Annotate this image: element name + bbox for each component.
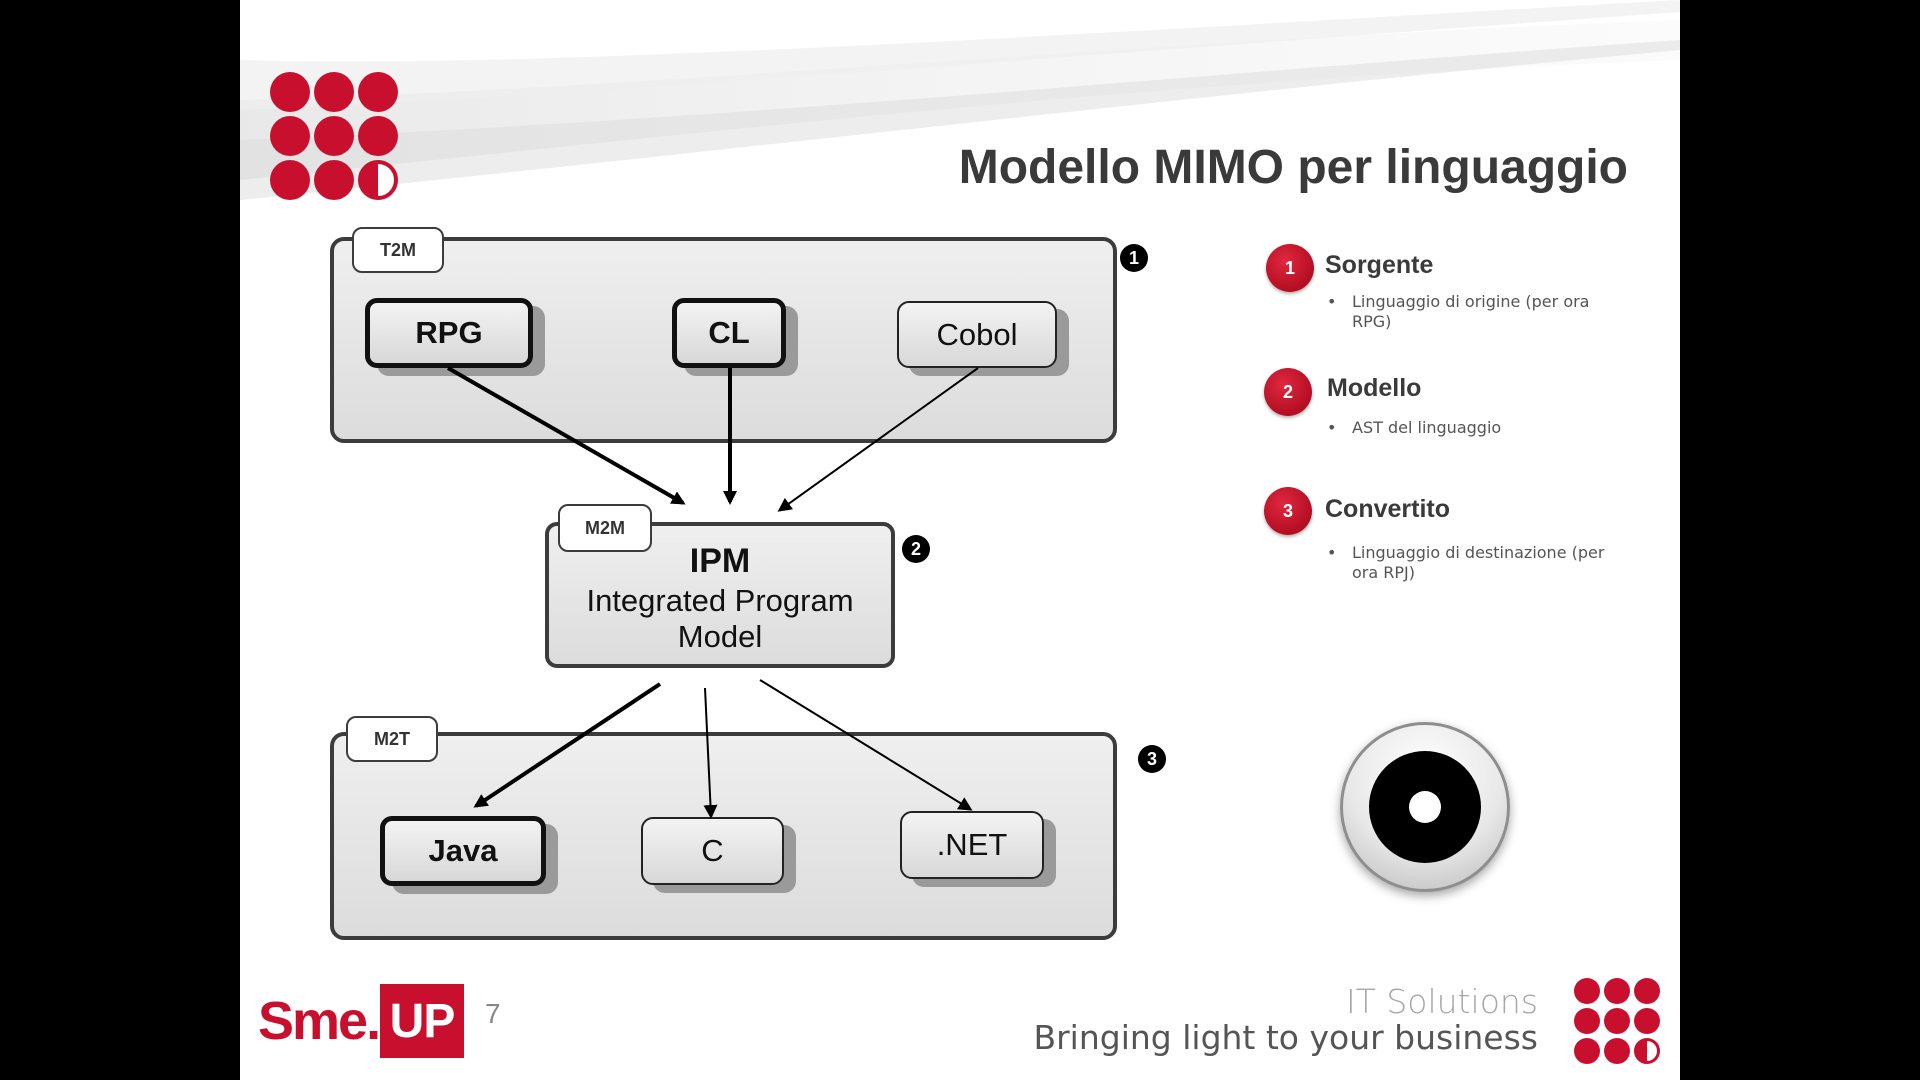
arrow-cobol-to-ipm [777, 367, 979, 512]
java-box: Java [380, 816, 546, 886]
background-swoosh [240, 0, 1680, 200]
t2m-tag: T2M [352, 227, 444, 273]
legend-3-bullet: • Linguaggio di destinazione (per ora RP… [1327, 543, 1612, 583]
m2m-tag: M2M [558, 504, 652, 552]
legend-3-circle: 3 [1264, 487, 1312, 535]
legend-1-bullet: • Linguaggio di origine (per ora RPG) [1327, 292, 1612, 332]
tagline-it-solutions: IT Solutions [1345, 982, 1538, 1021]
logo-up-text: UP [380, 984, 464, 1058]
eye-iris [1369, 751, 1481, 863]
arrow-ipm-to-java [473, 682, 662, 808]
brand-dots-icon [270, 72, 400, 202]
cobol-box: Cobol [897, 301, 1057, 368]
legend-3-text: Linguaggio di destinazione (per ora RPJ) [1352, 543, 1605, 582]
rpg-box: RPG [365, 298, 533, 368]
legend-1-circle: 1 [1266, 244, 1314, 292]
arrow-ipm-to-c [703, 687, 718, 819]
eye-icon [1340, 722, 1510, 892]
legend-2-heading: Modello [1327, 374, 1422, 402]
legend-2-bullet: • AST del linguaggio [1327, 418, 1612, 438]
legend-2-text: AST del linguaggio [1352, 418, 1502, 437]
step-marker-1: 1 [1120, 244, 1148, 272]
logo-sme-text: Sme. [258, 991, 381, 1051]
c-box: C [641, 817, 784, 885]
legend-1-heading: Sorgente [1325, 251, 1434, 279]
tagline-bringing-light: Bringing light to your business [1033, 1018, 1538, 1057]
ipm-title: IPM [689, 542, 751, 580]
slide: Modello MIMO per linguaggio T2M 1 RPG CL… [240, 0, 1680, 1080]
smeup-logo: Sme. UP [258, 984, 464, 1058]
m2t-tag: M2T [346, 716, 438, 762]
dotnet-box: .NET [900, 811, 1044, 879]
arrow-rpg-to-ipm [447, 366, 686, 505]
arrow-ipm-to-dotnet [759, 679, 973, 811]
brand-dots-icon [1574, 978, 1664, 1068]
page-title: Modello MIMO per linguaggio [958, 141, 1628, 194]
cl-box: CL [672, 298, 786, 368]
step-marker-3: 3 [1138, 745, 1166, 773]
eye-pupil [1409, 791, 1441, 823]
legend-1-text: Linguaggio di origine (per ora RPG) [1352, 292, 1590, 331]
step-marker-2: 2 [902, 535, 930, 563]
ipm-subtitle: Integrated Program Model [586, 583, 854, 654]
bullet-icon: • [1327, 292, 1337, 311]
legend-2-circle: 2 [1264, 368, 1312, 416]
bullet-icon: • [1327, 418, 1337, 437]
bullet-icon: • [1327, 543, 1337, 562]
legend-3-heading: Convertito [1325, 495, 1450, 523]
page-number: 7 [485, 998, 501, 1029]
diagram-arrows [447, 366, 979, 819]
